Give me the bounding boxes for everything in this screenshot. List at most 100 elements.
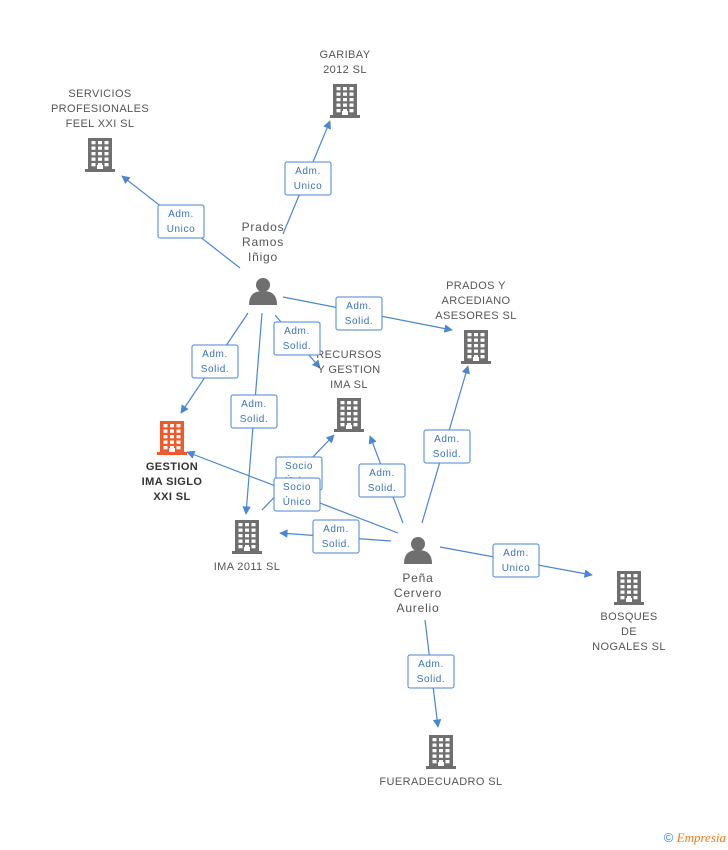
edge-label-text: Adm. (241, 399, 267, 410)
edge-label-prados_ramos-to-recursos[interactable]: Adm. Solid. (273, 321, 321, 356)
edge-label-box (157, 204, 205, 239)
edge-label-text: Unico (167, 224, 196, 235)
node-label-line: ASESORES SL (435, 310, 516, 322)
edge-label-pena-to-fueradecuadro[interactable]: Adm. Solid. (407, 654, 455, 689)
edge-labels-layer: Adm.UnicoAdm.UnicoAdm.Solid.Adm.Solid.Ad… (157, 161, 540, 689)
building-icon (426, 735, 456, 769)
node-label-line: GARIBAY (320, 49, 371, 61)
building-icon (85, 138, 115, 172)
edge-label-pena-to-bosques[interactable]: Adm. Unico (492, 543, 540, 578)
edge-label-prados_ramos-to-servicios[interactable]: Adm. Unico (157, 204, 205, 239)
edge-label-box (407, 654, 455, 689)
node-label-line: DE (621, 626, 637, 638)
node-label-line: BOSQUES (600, 611, 657, 623)
node-bosques[interactable]: BOSQUES DE NOGALES SL (592, 571, 666, 653)
edge-label-pena-to-recursos[interactable]: Adm. Solid. (358, 463, 406, 498)
node-label-line: SERVICIOS (68, 88, 131, 100)
person-icon (404, 537, 432, 564)
node-label-line: 2012 SL (323, 64, 367, 76)
node-label-line: PROFESIONALES (51, 103, 149, 115)
node-label-line: RECURSOS (316, 349, 382, 361)
edge-label-text: Unico (294, 181, 323, 192)
building-icon (330, 84, 360, 118)
edge-label-text: Adm. (346, 301, 372, 312)
edge-label-box (492, 543, 540, 578)
building-icon (334, 398, 364, 432)
node-label-line: GESTION (146, 461, 198, 473)
edge-label-text: Adm. (418, 659, 444, 670)
edge-label-text: Solid. (283, 341, 312, 352)
edge-label-text: Único (283, 495, 312, 508)
edge-label-text: Adm. (323, 524, 349, 535)
node-label-line: IMA SL (330, 379, 368, 391)
edge-label-prados_ramos-to-garibay[interactable]: Adm. Unico (284, 161, 332, 196)
edge-label-box (358, 463, 406, 498)
edge-label-box (312, 519, 360, 554)
building-icon (614, 571, 644, 605)
edge-label-text: Solid. (368, 483, 397, 494)
edge-label-text: Adm. (202, 349, 228, 360)
edge-label-text: Solid. (322, 539, 351, 550)
edge-label-box (423, 429, 471, 464)
edge-label-box (273, 321, 321, 356)
edge-label-text: Solid. (417, 674, 446, 685)
edge-label-box (230, 394, 278, 429)
node-label-line: NOGALES SL (592, 641, 666, 653)
node-label-line: PRADOS Y (446, 280, 506, 292)
person-icon (249, 278, 277, 305)
edge-label-box (284, 161, 332, 196)
edge-label-text: Adm. (295, 166, 321, 177)
building-icon (157, 421, 187, 455)
edge-label-text: Adm. (369, 468, 395, 479)
building-icon (232, 520, 262, 554)
edge-label-text: Solid. (201, 364, 230, 375)
node-garibay[interactable]: GARIBAY 2012 SL (320, 49, 371, 118)
node-label-line: ARCEDIANO (442, 295, 511, 307)
node-fueradecuadro[interactable]: FUERADECUADRO SL (379, 735, 502, 788)
edge-label-text: Adm. (284, 326, 310, 337)
edge-label-box (191, 344, 239, 379)
node-label-line: Y GESTION (317, 364, 380, 376)
node-label-line: IMA 2011 SL (214, 561, 281, 573)
node-prados_arcediano[interactable]: PRADOS Y ARCEDIANO ASESORES SL (435, 280, 516, 364)
node-label-line: Cervero (394, 586, 442, 600)
node-label-line: Peña (402, 571, 433, 585)
nodes-layer: GARIBAY 2012 SL SERVICIOS PROFESIONALES FEEL… (51, 49, 666, 788)
edge-label-prados_ramos-to-prados_arcediano[interactable]: Adm. Solid. (335, 296, 383, 331)
edge-label-text: Socio (285, 461, 313, 472)
node-label-line: IMA SIGLO (142, 476, 203, 488)
node-label-line: Aurelio (397, 601, 440, 615)
node-label-line: FUERADECUADRO SL (379, 776, 502, 788)
node-label-line: Ramos (242, 235, 284, 249)
edge-label-box (273, 477, 321, 512)
node-gestion_ima[interactable]: GESTION IMA SIGLO XXI SL (142, 421, 203, 503)
edge-label-text: Adm. (168, 209, 194, 220)
edge-label-prados_ramos-to-gestion_ima[interactable]: Adm. Solid. (191, 344, 239, 379)
node-label-line: Iñigo (248, 250, 278, 264)
brand-logo: Empresia (676, 830, 726, 845)
footer-brand[interactable]: © Empresia (664, 830, 726, 846)
node-servicios[interactable]: SERVICIOS PROFESIONALES FEEL XXI SL (51, 88, 149, 172)
edge-label-text: Adm. (503, 548, 529, 559)
node-label-line: XXI SL (153, 491, 190, 503)
copyright-symbol: © (663, 830, 674, 845)
edge-label-prados_ramos-to-ima2011[interactable]: Adm. Solid. (230, 394, 278, 429)
edge-label-text: Socio (283, 482, 311, 493)
edge-label-pena-to-ima2011[interactable]: Adm. Solid. (312, 519, 360, 554)
edge-label-text: Adm. (434, 434, 460, 445)
edge-label-text: Solid. (433, 449, 462, 460)
building-icon (461, 330, 491, 364)
edge-label-text: Unico (502, 563, 531, 574)
node-label-line: FEEL XXI SL (66, 118, 135, 130)
node-ima2011[interactable]: IMA 2011 SL (214, 520, 281, 573)
edge-label-box (335, 296, 383, 331)
node-label-line: Prados (242, 220, 285, 234)
node-recursos[interactable]: RECURSOS Y GESTION IMA SL (316, 349, 382, 432)
edge-label-text: Solid. (345, 316, 374, 327)
edge-label-pena-to-prados_arcediano[interactable]: Adm. Solid. (423, 429, 471, 464)
edge-label-text: Solid. (240, 414, 269, 425)
